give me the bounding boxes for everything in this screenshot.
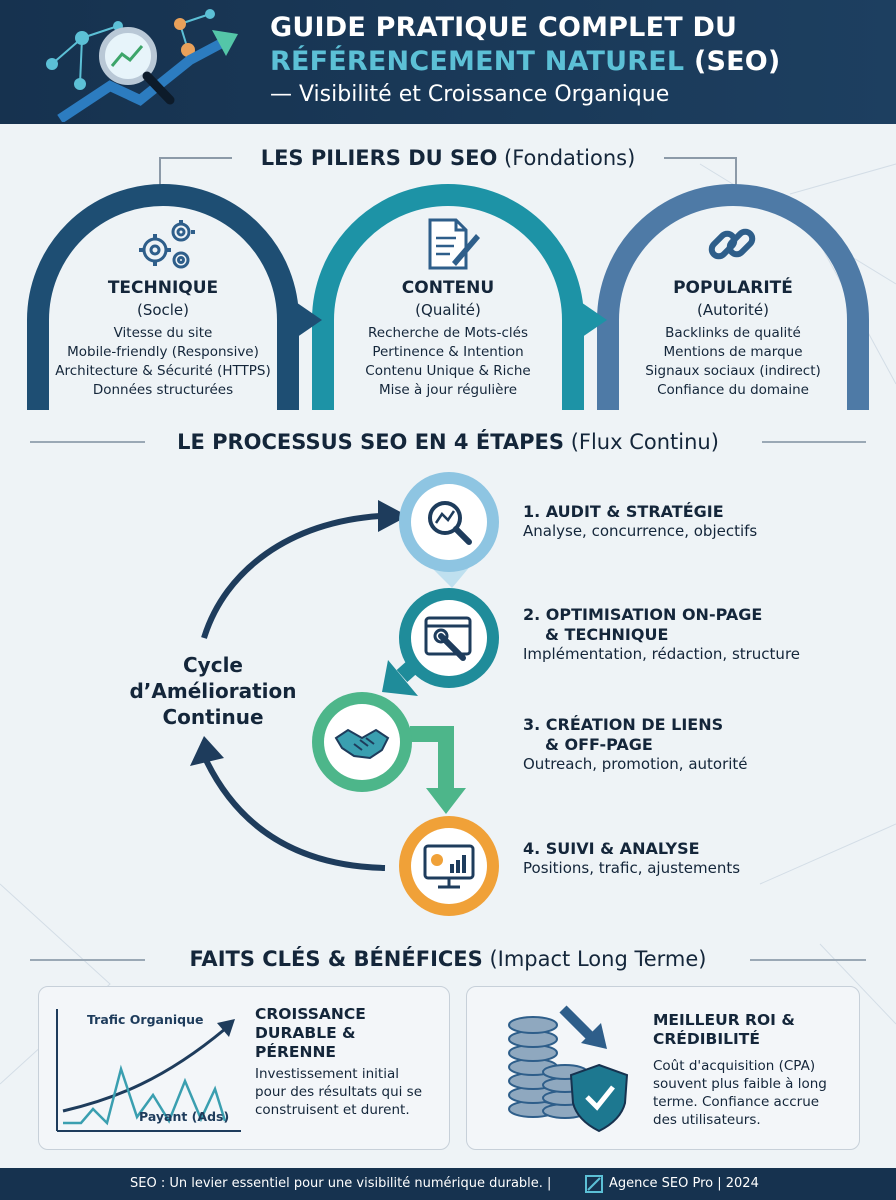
step-4-desc: Positions, trafic, ajustements — [523, 859, 741, 877]
list-item: Vitesse du site — [113, 325, 213, 341]
magnifier-chart-icon — [428, 501, 472, 545]
list-item: Pertinence & Intention — [372, 344, 524, 360]
step-3-desc: Outreach, promotion, autorité — [523, 755, 748, 773]
process-subtitle: (Flux Continu) — [570, 430, 719, 454]
fact-card-roi: MEILLEUR ROI & CRÉDIBILITÉ Coût d'acquis… — [466, 986, 860, 1150]
roi-title: MEILLEUR ROI & CRÉDIBILITÉ — [653, 1011, 795, 1049]
seo-analytics-icon — [46, 9, 238, 122]
growth-title-line: DURABLE & — [255, 1024, 356, 1042]
process-title-rules — [30, 441, 866, 443]
growth-title-line: CROISSANCE — [255, 1005, 366, 1023]
list-item: Recherche de Mots-clés — [368, 325, 528, 341]
traffic-chart — [56, 1009, 241, 1132]
list-item: Mobile-friendly (Responsive) — [67, 344, 259, 360]
monitor-analytics-icon — [423, 844, 475, 889]
cycle-label: Cycle d’Amélioration Continue — [128, 652, 298, 730]
facts-title-rules — [30, 959, 866, 961]
list-item: Signaux sociaux (indirect) — [645, 363, 821, 379]
cycle-label-line: d’Amélioration — [129, 679, 297, 703]
step-4-title: 4. SUIVI & ANALYSE — [523, 839, 700, 858]
header-banner: GUIDE PRATIQUE COMPLET DU RÉFÉRENCEMENT … — [0, 0, 896, 124]
roi-text-line: des utilisateurs. — [653, 1112, 761, 1128]
list-item: Mise à jour régulière — [378, 382, 518, 398]
header-title-line1: GUIDE PRATIQUE COMPLET DU — [270, 12, 738, 43]
roi-text-line: terme. Confiance accrue — [653, 1094, 820, 1110]
list-item: Mentions de marque — [663, 344, 803, 360]
gears-icon — [139, 220, 195, 269]
process-section-title: LE PROCESSUS SEO EN 4 ÉTAPES (Flux Conti… — [0, 430, 896, 454]
pillar-popularite-name: POPULARITÉ — [673, 278, 793, 298]
chain-link-icon — [708, 228, 756, 260]
header-title-accent: RÉFÉRENCEMENT NATUREL — [270, 46, 685, 77]
pillar-popularite-role: (Autorité) — [697, 301, 769, 319]
header-title-line2: RÉFÉRENCEMENT NATUREL (SEO) — [270, 46, 780, 78]
document-pen-icon — [428, 218, 480, 270]
facts-section-title: FAITS CLÉS & BÉNÉFICES (Impact Long Term… — [0, 947, 896, 971]
list-item: Données structurées — [92, 382, 234, 398]
roi-text-line: Coût d'acquisition (CPA) — [653, 1058, 816, 1074]
pillars-subtitle: (Fondations) — [504, 146, 636, 170]
list-item: Backlinks de qualité — [665, 325, 801, 341]
roi-text-line: souvent plus faible à long — [653, 1076, 827, 1092]
process-title: LE PROCESSUS SEO EN 4 ÉTAPES — [177, 430, 565, 454]
step-3-title-line2: & OFF-PAGE — [545, 735, 653, 754]
growth-text-line: pour des résultats qui se — [255, 1084, 423, 1100]
pillar-technique-role: (Socle) — [136, 301, 190, 319]
header-subtitle: — Visibilité et Croissance Organique — [270, 82, 670, 107]
footer-agency: Agence SEO Pro | 2024 — [609, 1176, 759, 1191]
pillars-arches — [27, 184, 869, 410]
chart-label-paid: Payant (Ads) — [139, 1109, 230, 1124]
growth-text-line: Investissement initial — [255, 1066, 400, 1082]
roi-title-line: CRÉDIBILITÉ — [653, 1030, 760, 1048]
step-3-title: 3. CRÉATION DE LIENS — [523, 715, 724, 734]
chart-label-organic: Trafic Organique — [87, 1012, 204, 1027]
roi-title-line: MEILLEUR ROI & — [653, 1011, 795, 1029]
list-item: Architecture & Sécurité (HTTPS) — [55, 363, 271, 379]
facts-title: FAITS CLÉS & BÉNÉFICES — [189, 947, 483, 971]
list-item: Contenu Unique & Riche — [365, 363, 531, 379]
coins-shield-icon — [508, 1005, 629, 1133]
handshake-icon — [334, 728, 390, 760]
step-2-title: 2. OPTIMISATION ON-PAGE — [523, 605, 763, 624]
fact-card-growth: Trafic Organique Payant (Ads) CROISSANCE… — [38, 986, 450, 1150]
pillar-technique-points: Vitesse du site Mobile-friendly (Respons… — [33, 324, 293, 400]
step-2-title-line2: & TECHNIQUE — [545, 625, 669, 644]
pillars-section-title: LES PILIERS DU SEO (Fondations) — [0, 146, 896, 170]
growth-text: Investissement initial pour des résultat… — [255, 1065, 422, 1119]
list-item: Confiance du domaine — [657, 382, 809, 398]
growth-title-line: PÉRENNE — [255, 1043, 337, 1061]
pillar-popularite-points: Backlinks de qualité Mentions de marque … — [603, 324, 863, 400]
pillars-title: LES PILIERS DU SEO — [260, 146, 498, 170]
growth-text-line: construisent et durent. — [255, 1102, 410, 1118]
facts-subtitle: (Impact Long Terme) — [489, 947, 707, 971]
cycle-label-line: Cycle — [183, 653, 243, 677]
pillar-technique-name: TECHNIQUE — [107, 278, 219, 298]
pillars-title-bracket — [159, 157, 737, 190]
footer: SEO : Un levier essentiel pour une visib… — [0, 1168, 896, 1200]
agency-logo-icon — [585, 1175, 603, 1193]
pillar-contenu-role: (Qualité) — [415, 301, 481, 319]
browser-wrench-icon — [424, 616, 472, 661]
growth-title: CROISSANCE DURABLE & PÉRENNE — [255, 1005, 366, 1062]
pillar-contenu-points: Recherche de Mots-clés Pertinence & Inte… — [318, 324, 578, 400]
step-2-desc: Implémentation, rédaction, structure — [523, 645, 801, 663]
pillar-contenu-name: CONTENU — [401, 278, 495, 298]
footer-tagline: SEO : Un levier essentiel pour une visib… — [130, 1176, 552, 1191]
roi-text: Coût d'acquisition (CPA) souvent plus fa… — [653, 1057, 827, 1129]
cycle-label-line: Continue — [162, 705, 264, 729]
step-1-title: 1. AUDIT & STRATÉGIE — [523, 502, 724, 521]
step-1-desc: Analyse, concurrence, objectifs — [523, 522, 758, 540]
header-title-rest: (SEO) — [693, 46, 781, 77]
